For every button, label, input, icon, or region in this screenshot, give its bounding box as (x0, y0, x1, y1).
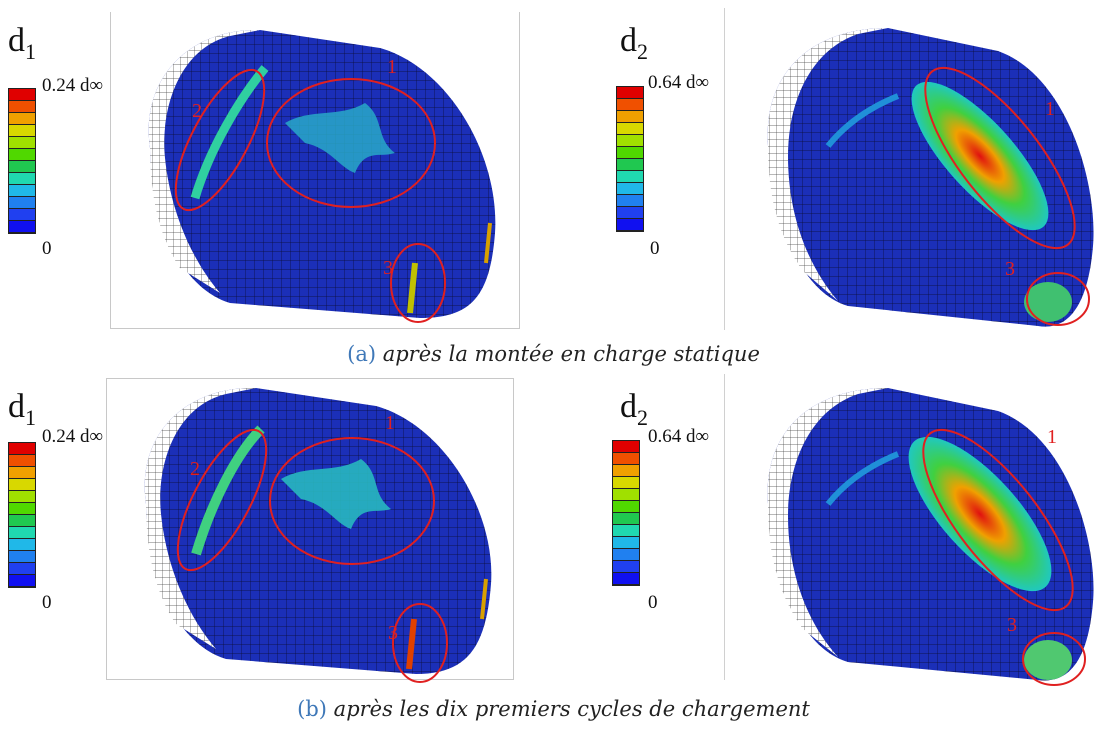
zone-circles (176, 428, 448, 683)
variable-label: d1 (8, 22, 36, 64)
variable-label: d2 (620, 388, 648, 430)
zone-label-1: 1 (387, 56, 397, 78)
plot-frame (106, 378, 514, 680)
zone-label-3: 3 (1005, 258, 1015, 280)
zone-label-3: 3 (383, 257, 393, 279)
divider-line (724, 374, 725, 680)
color-scale-bar (612, 440, 640, 586)
zone-label-1: 1 (385, 412, 395, 434)
scale-max-label: 0.24 d∞ (42, 426, 104, 447)
color-scale-bar (616, 86, 644, 232)
scale-max-label: 0.64 d∞ (648, 426, 710, 447)
caption-b: (b) après les dix premiers cycles de cha… (0, 697, 1107, 721)
scale-min-label: 0 (42, 592, 52, 613)
scale-min-label: 0 (42, 238, 52, 259)
zone-label-3: 3 (388, 622, 398, 644)
divider-line (724, 8, 725, 330)
caption-text: après la montée en charge statique (382, 342, 760, 366)
finite-element-mesh (767, 28, 1094, 327)
panel-a-right-d2: d2 0.64 d∞ 0 1 3 (560, 0, 1107, 340)
panel-b-left-d1: d1 0.24 d∞ 0 1 2 3 (0, 374, 540, 684)
zone-label-2: 2 (190, 458, 200, 480)
panel-a-left-d1: d1 0.24 d∞ 0 1 2 3 (0, 0, 540, 340)
caption-text: après les dix premiers cycles de chargem… (333, 697, 810, 721)
scale-min-label: 0 (650, 238, 660, 259)
scale-max-label: 0.24 d∞ (42, 75, 104, 96)
zone-circles (174, 68, 446, 323)
panel-b-right-d2: d2 0.64 d∞ 0 1 3 (560, 374, 1107, 686)
plot-frame (110, 12, 520, 329)
finite-element-mesh (144, 387, 492, 674)
caption-a: (a) après la montée en charge statique (0, 342, 1107, 366)
scale-max-label: 0.64 d∞ (648, 72, 710, 93)
color-scale-bar (8, 442, 36, 588)
zone-label-3: 3 (1007, 614, 1017, 636)
zone-circles (922, 428, 1086, 686)
variable-label: d2 (620, 22, 648, 64)
zone-circles (924, 66, 1090, 326)
zone-label-1: 1 (1045, 98, 1055, 120)
caption-tag: (a) (347, 342, 377, 366)
zone-label-1: 1 (1047, 426, 1057, 448)
caption-tag: (b) (297, 697, 327, 721)
finite-element-mesh (767, 388, 1094, 681)
zone-label-2: 2 (192, 100, 202, 122)
scale-min-label: 0 (648, 592, 658, 613)
color-scale-bar (8, 88, 36, 234)
variable-label: d1 (8, 388, 36, 430)
